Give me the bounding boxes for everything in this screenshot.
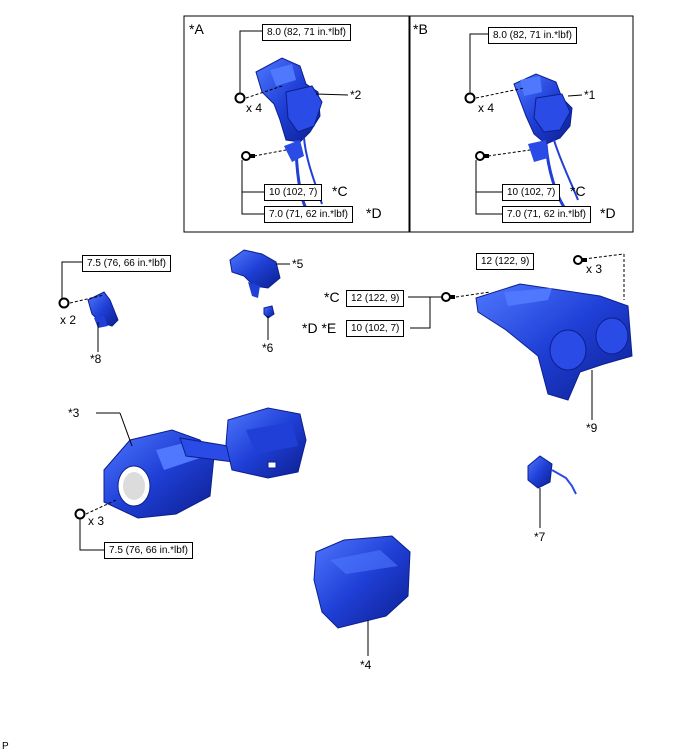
lid-cover-part-4 — [313, 535, 411, 629]
bracket-bolt-dash — [69, 294, 105, 304]
panel-b-label: *B — [413, 21, 428, 37]
panel-b-torque-top: 8.0 (82, 71 in.*lbf) — [488, 27, 577, 44]
panel-b-torque-2: 7.0 (71, 62 in.*lbf) — [502, 206, 591, 223]
screw-a-icon — [241, 151, 255, 161]
screw-housing-top-icon — [573, 255, 587, 265]
panel-a-torque-1-mark: *C — [332, 183, 348, 199]
actuator-part: *5 — [292, 257, 304, 271]
bracket-qty: x 2 — [60, 313, 77, 327]
clip-part-6 — [263, 305, 275, 319]
page-code: P — [2, 741, 9, 752]
screw-housing-side-icon — [441, 292, 455, 302]
lid-torque-leader — [79, 519, 104, 551]
panel-b-qty: x 4 — [478, 101, 495, 115]
panel-a-part: *2 — [350, 88, 362, 102]
bolt-a-dash — [245, 85, 283, 99]
housing-torque-c: 12 (122, 9) — [346, 290, 405, 307]
nut-lid-icon — [74, 508, 86, 520]
lid-bolt-dash — [85, 499, 117, 515]
bracket-torque-leader — [61, 261, 82, 298]
screw-b-icon — [475, 151, 489, 161]
lid-assembly-torque: 7.5 (76, 66 in.*lbf) — [104, 542, 193, 559]
nut-b-icon — [464, 92, 476, 104]
panel-b-part: *1 — [584, 88, 596, 102]
torque-b-top-leader — [469, 33, 488, 93]
housing-mark-c: *C — [324, 289, 340, 305]
torque-b-leader — [475, 160, 502, 215]
actuator-part-5 — [229, 249, 281, 298]
panel-a-torque-2-mark: *D — [366, 205, 382, 221]
panel-a-label: *A — [189, 21, 204, 37]
housing-part: *9 — [586, 421, 598, 435]
panel-b-frame — [408, 15, 634, 233]
leader-1 — [567, 94, 583, 97]
housing-torque-leader — [408, 296, 431, 329]
panel-a-qty: x 4 — [246, 101, 263, 115]
screw-b-dash — [487, 149, 531, 157]
cable-part-7 — [527, 455, 577, 495]
bracket-part: *8 — [90, 352, 102, 366]
nut-a-icon — [234, 92, 246, 104]
lid-assembly-part: *3 — [68, 406, 80, 420]
panel-a-torque-1: 10 (102, 7) — [264, 184, 323, 201]
bracket-torque: 7.5 (76, 66 in.*lbf) — [82, 255, 171, 272]
panel-a-frame — [183, 15, 411, 233]
housing-torque-de: 10 (102, 7) — [346, 320, 405, 337]
panel-b-torque-1-mark: *C — [570, 183, 586, 199]
lid-assembly-qty: x 3 — [88, 514, 105, 528]
lid-cover-part-label: *4 — [360, 658, 372, 672]
nut-bracket-icon — [58, 297, 70, 309]
torque-a-top-leader — [239, 30, 262, 93]
torque-a-leader — [241, 160, 264, 215]
housing-part-9 — [475, 283, 633, 401]
bolt-b-dash — [475, 87, 525, 99]
leader-2 — [315, 93, 349, 96]
housing-mark-de: *D *E — [302, 320, 337, 336]
clip-part: *6 — [262, 341, 274, 355]
housing-qty: x 3 — [586, 262, 603, 276]
screw-a-dash — [253, 149, 287, 157]
housing-side-dash — [455, 291, 491, 298]
bracket-part-8 — [87, 291, 119, 328]
cable-part-label: *7 — [534, 530, 546, 544]
leader-3-diag — [119, 412, 133, 447]
lock-actuator-part-1 — [513, 73, 579, 211]
panel-b-torque-1: 10 (102, 7) — [502, 184, 561, 201]
panel-b-torque-2-mark: *D — [600, 205, 616, 221]
panel-a-torque-top: 8.0 (82, 71 in.*lbf) — [262, 24, 351, 41]
housing-torque-top: 12 (122, 9) — [476, 253, 535, 270]
fuel-lid-assembly-part-3 — [103, 407, 307, 519]
panel-a-torque-2: 7.0 (71, 62 in.*lbf) — [264, 206, 353, 223]
housing-top-dash — [583, 253, 625, 260]
